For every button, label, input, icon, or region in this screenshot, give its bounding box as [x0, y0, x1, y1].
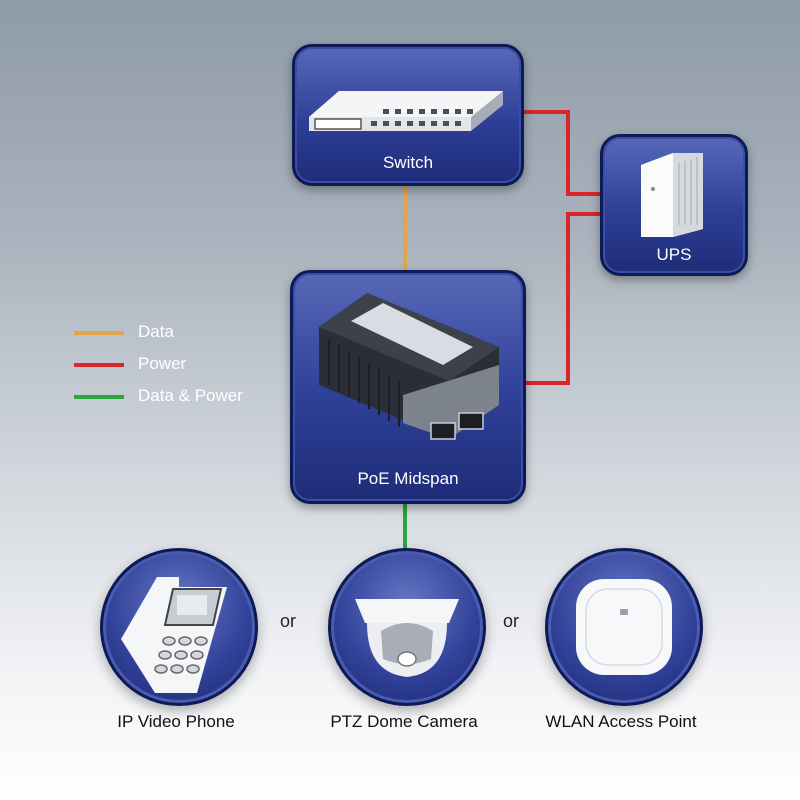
poe-injector-icon — [319, 293, 499, 440]
wlan-ap-label: WLAN Access Point — [545, 712, 697, 731]
ptz-camera-node — [328, 548, 486, 706]
power-line-ups-poe — [520, 212, 600, 385]
legend-swatch-data — [74, 331, 124, 335]
dome-camera-icon — [355, 599, 459, 677]
access-point-icon — [576, 579, 672, 675]
switch-label: Switch — [382, 153, 434, 172]
legend-label: Data & Power — [138, 386, 243, 405]
ups-icon — [641, 153, 703, 237]
ip-phone-node — [100, 548, 258, 706]
poe-midspan-node: PoE Midspan — [290, 270, 526, 504]
network-switch-icon — [309, 91, 503, 131]
legend-label: Power — [138, 354, 187, 373]
switch-node: Switch — [292, 44, 524, 186]
legend-label: Data — [138, 322, 174, 341]
power-line-switch-ups — [518, 110, 600, 196]
or-separator: or — [280, 611, 297, 631]
ups-node: UPS — [600, 134, 748, 276]
ip-phone-icon — [121, 577, 227, 693]
legend-swatch-power — [74, 363, 124, 367]
legend-swatch-data-power — [74, 395, 124, 399]
or-separator: or — [503, 611, 520, 631]
ups-label: UPS — [656, 245, 692, 264]
ptz-camera-label: PTZ Dome Camera — [330, 712, 478, 731]
ip-phone-label: IP Video Phone — [117, 712, 235, 731]
wlan-ap-node — [545, 548, 703, 706]
poe-label: PoE Midspan — [357, 469, 459, 488]
